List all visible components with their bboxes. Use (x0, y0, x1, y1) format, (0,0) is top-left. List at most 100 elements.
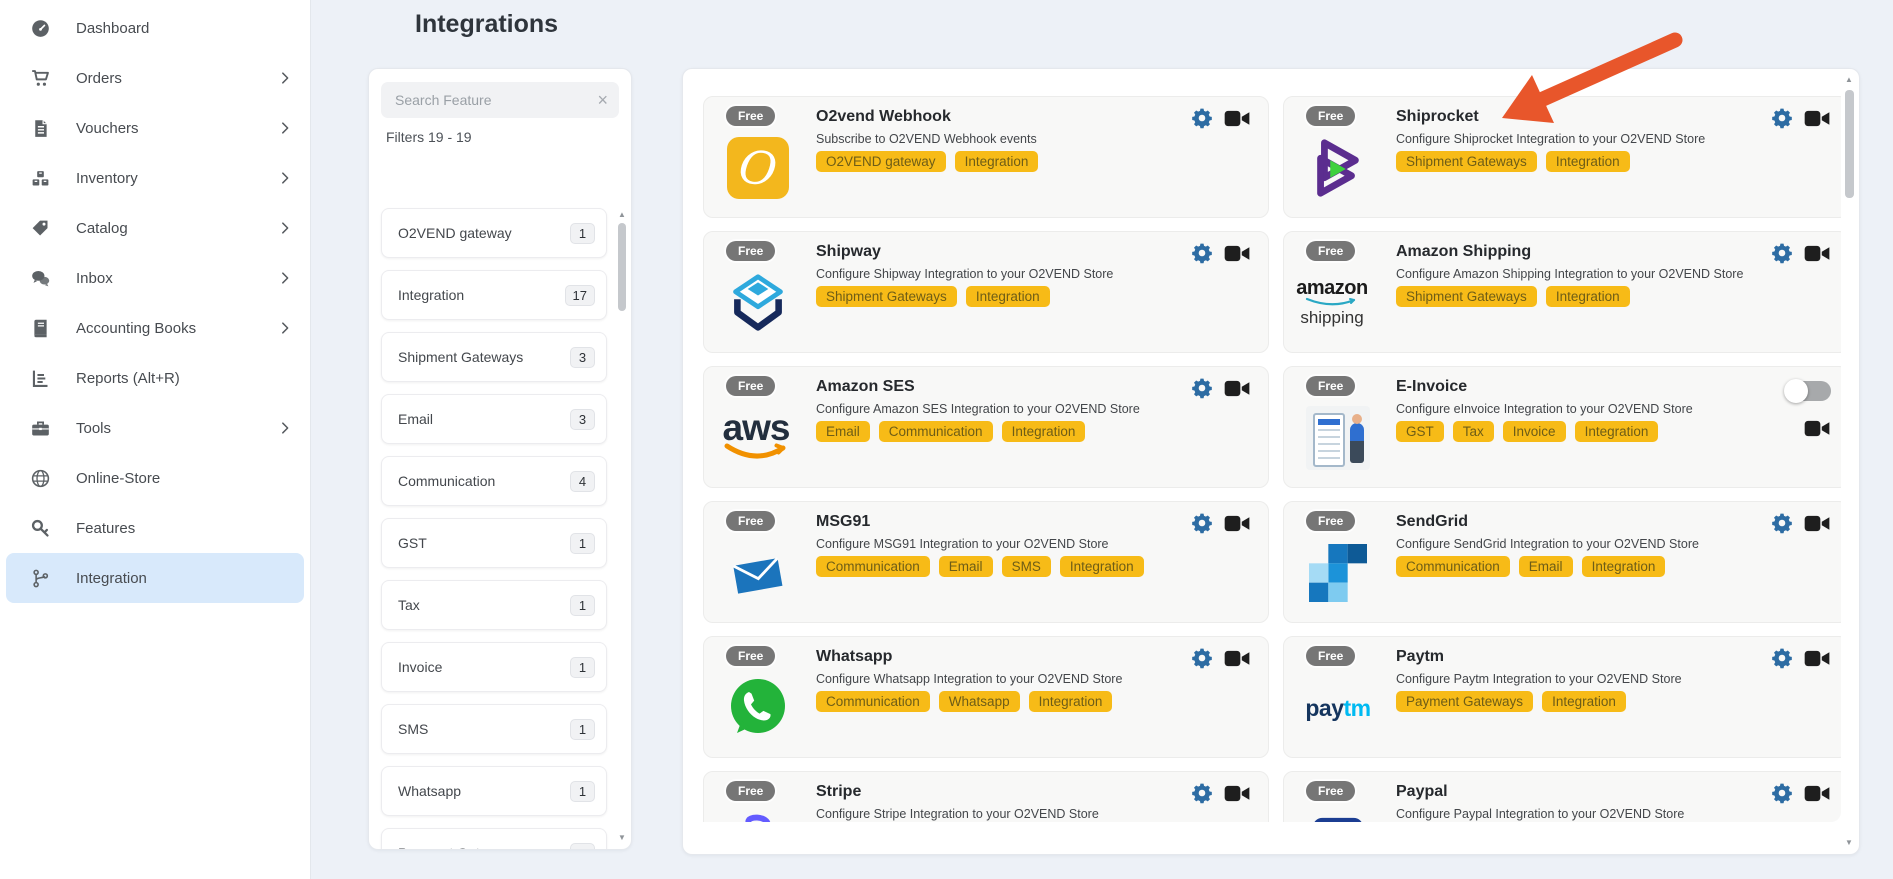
clear-search-icon[interactable]: × (597, 90, 608, 110)
free-badge: Free (1306, 646, 1356, 666)
filter-label: Tax (398, 597, 420, 613)
video-tutorial-icon[interactable] (1224, 379, 1251, 398)
scroll-up-icon[interactable]: ▲ (1845, 75, 1853, 84)
card-controls (1771, 242, 1831, 264)
msg91-logo (726, 538, 790, 608)
video-tutorial-icon[interactable] (1224, 514, 1251, 533)
chevron-right-icon (278, 421, 292, 435)
main-scrollbar[interactable]: ▲ ▼ (1843, 75, 1856, 848)
sidebar-item-label: Tools (76, 419, 112, 437)
video-tutorial-icon[interactable] (1224, 244, 1251, 263)
video-tutorial-icon[interactable] (1224, 649, 1251, 668)
sidebar-item-integration[interactable]: Integration (6, 553, 304, 603)
video-tutorial-icon[interactable] (1804, 109, 1831, 128)
card-description: Subscribe to O2VEND Webhook events (816, 132, 1037, 146)
scrollbar-thumb[interactable] (1845, 90, 1854, 198)
sidebar-item-tools[interactable]: Tools (0, 403, 310, 453)
search-input[interactable] (381, 82, 619, 118)
video-tutorial-icon[interactable] (1224, 784, 1251, 803)
tag-chip: Payment Gateways (1396, 691, 1534, 712)
reports-icon (30, 368, 51, 389)
card-description: Configure eInvoice Integration to your O… (1396, 402, 1693, 416)
chevron-right-icon (278, 271, 292, 285)
chevron-right-icon (278, 71, 292, 85)
card-description: Configure SendGrid Integration to your O… (1396, 537, 1699, 551)
filter-label: O2VEND gateway (398, 225, 512, 241)
video-tutorial-icon[interactable] (1804, 244, 1831, 263)
filter-panel: × Filters 19 - 19 O2VEND gateway1Integra… (368, 68, 632, 850)
filter-item-payment-gateways[interactable]: Payment Gateways6 (381, 828, 607, 849)
sidebar-item-accounting-books[interactable]: Accounting Books (0, 303, 310, 353)
sidebar-item-label: Inbox (76, 269, 113, 287)
sidebar-item-inbox[interactable]: Inbox (0, 253, 310, 303)
settings-gear-icon[interactable] (1191, 377, 1213, 399)
video-tutorial-icon[interactable] (1804, 514, 1831, 533)
video-tutorial-icon[interactable] (1804, 649, 1831, 668)
scroll-down-icon[interactable]: ▼ (1845, 838, 1853, 847)
card-title: Shipway (816, 243, 881, 260)
video-tutorial-icon[interactable] (1804, 419, 1831, 438)
card-description: Configure Amazon Shipping Integration to… (1396, 267, 1744, 281)
settings-gear-icon[interactable] (1191, 512, 1213, 534)
sidebar-item-label: Dashboard (76, 19, 150, 37)
sidebar-item-reports-alt-r[interactable]: Reports (Alt+R) (0, 353, 310, 403)
sidebar-item-online-store[interactable]: Online-Store (0, 453, 310, 503)
filter-count-badge: 1 (570, 718, 595, 740)
settings-gear-icon[interactable] (1771, 242, 1793, 264)
settings-gear-icon[interactable] (1771, 107, 1793, 129)
sidebar-item-vouchers[interactable]: Vouchers (0, 103, 310, 153)
sidebar-item-catalog[interactable]: Catalog (0, 203, 310, 253)
sidebar-item-features[interactable]: Features (0, 503, 310, 553)
chevron-right-icon (278, 321, 292, 335)
enable-toggle[interactable] (1784, 379, 1831, 403)
settings-gear-icon[interactable] (1771, 512, 1793, 534)
scroll-down-icon[interactable]: ▼ (618, 833, 626, 842)
inventory-icon (30, 168, 51, 189)
scroll-up-icon[interactable]: ▲ (618, 210, 626, 219)
sidebar-item-orders[interactable]: Orders (0, 53, 310, 103)
free-badge: Free (726, 511, 776, 531)
settings-gear-icon[interactable] (1191, 107, 1213, 129)
settings-gear-icon[interactable] (1771, 782, 1793, 804)
filter-label: Shipment Gateways (398, 349, 524, 365)
scrollbar-thumb[interactable] (618, 223, 626, 311)
video-tutorial-icon[interactable] (1804, 784, 1831, 803)
sidebar-item-inventory[interactable]: Inventory (0, 153, 310, 203)
card-controls (1191, 512, 1251, 534)
settings-gear-icon[interactable] (1191, 782, 1213, 804)
card-controls (1191, 107, 1251, 129)
settings-gear-icon[interactable] (1771, 647, 1793, 669)
settings-gear-icon[interactable] (1191, 647, 1213, 669)
sidebar-item-dashboard[interactable]: Dashboard (0, 3, 310, 53)
chevron-right-icon (278, 221, 292, 235)
card-title: Stripe (816, 783, 862, 800)
filter-scrollbar[interactable]: ▲ ▼ (616, 210, 628, 843)
settings-gear-icon[interactable] (1191, 242, 1213, 264)
tag-chip: Shipment Gateways (1396, 286, 1537, 307)
video-tutorial-icon[interactable] (1224, 109, 1251, 128)
tag-chip: Integration (1001, 421, 1086, 442)
